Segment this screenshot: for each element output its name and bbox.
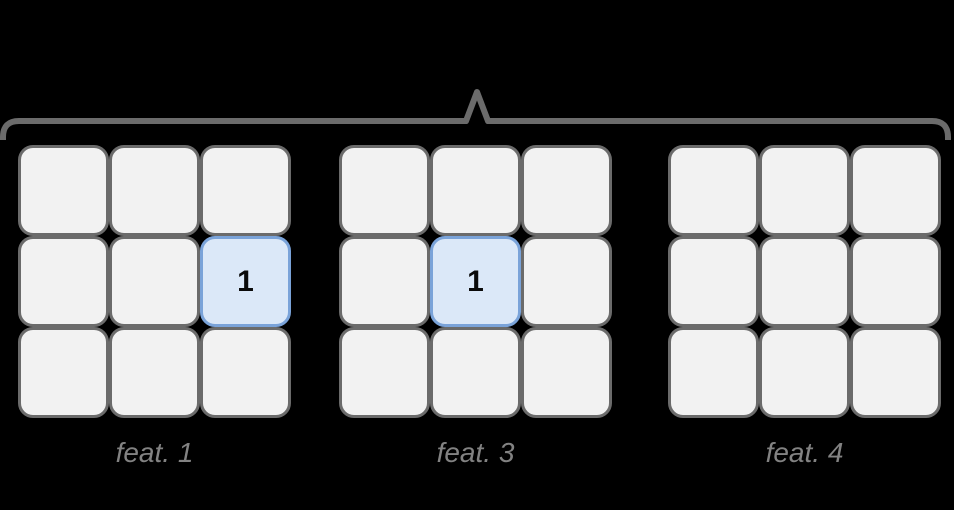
cell-r3c1[interactable]	[18, 327, 109, 418]
cell-r3c2[interactable]	[430, 327, 521, 418]
feature-label-1: feat. 1	[115, 437, 194, 468]
cell-r3c2[interactable]	[109, 327, 200, 418]
grouping-brace-path	[0, 89, 951, 150]
cell-r2c3[interactable]: 1	[200, 236, 291, 327]
cell-r3c3[interactable]	[200, 327, 291, 418]
cell-r1c1[interactable]	[668, 145, 759, 236]
cell-r2c2[interactable]: 1	[430, 236, 521, 327]
cell-r2c1[interactable]	[18, 236, 109, 327]
cell-r1c1[interactable]	[18, 145, 109, 236]
feature-map-4-grid	[668, 145, 941, 418]
cell-r1c1[interactable]	[339, 145, 430, 236]
cell-r1c3[interactable]	[200, 145, 291, 236]
cell-r3c1[interactable]	[668, 327, 759, 418]
cell-r3c1[interactable]	[339, 327, 430, 418]
feature-map-group-1: 1	[18, 145, 291, 418]
cell-r3c2[interactable]	[759, 327, 850, 418]
feature-label-4: feat. 4	[765, 437, 844, 468]
feature-map-1-grid: 1	[18, 145, 291, 418]
cell-r1c3[interactable]	[521, 145, 612, 236]
grouping-brace	[0, 80, 954, 150]
cell-r2c1[interactable]	[668, 236, 759, 327]
cell-r2c2[interactable]	[759, 236, 850, 327]
cell-r2c2[interactable]	[109, 236, 200, 327]
cell-r1c2[interactable]	[109, 145, 200, 236]
feature-label-3: feat. 3	[436, 437, 515, 468]
feature-map-group-3: 1	[339, 145, 612, 418]
grouping-brace-svg	[0, 89, 951, 150]
cell-r2c1[interactable]	[339, 236, 430, 327]
feature-map-3-grid: 1	[339, 145, 612, 418]
cell-r1c2[interactable]	[759, 145, 850, 236]
cell-r1c2[interactable]	[430, 145, 521, 236]
cell-r2c3[interactable]	[850, 236, 941, 327]
cell-r2c3[interactable]	[521, 236, 612, 327]
cell-r3c3[interactable]	[850, 327, 941, 418]
feature-map-group-4	[668, 145, 941, 418]
cell-r1c3[interactable]	[850, 145, 941, 236]
cell-r3c3[interactable]	[521, 327, 612, 418]
